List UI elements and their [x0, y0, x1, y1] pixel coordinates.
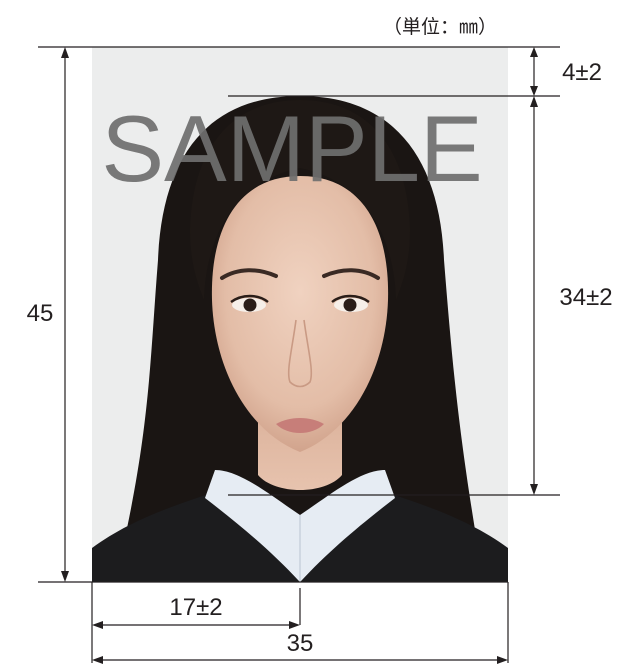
top-margin-arrow	[530, 47, 538, 96]
hair-front-right	[300, 100, 410, 300]
center-offset-label: 17±2	[169, 594, 222, 621]
sample-watermark: SAMPLE	[101, 96, 482, 201]
face	[211, 176, 389, 452]
face-height-label: 34±2	[559, 284, 612, 311]
width-total-label: 35	[287, 630, 314, 657]
width-dimension-arrow	[92, 656, 508, 664]
face-height-arrow	[530, 96, 538, 495]
hair-front-left	[190, 100, 300, 300]
left-eyebrow	[220, 268, 278, 280]
center-offset-arrow	[92, 621, 300, 629]
height-dimension-arrow	[61, 47, 69, 582]
height-total-label: 45	[27, 300, 54, 327]
top-margin-label: 4±2	[562, 59, 602, 86]
nose	[287, 319, 313, 388]
lips	[276, 418, 324, 433]
jacket	[92, 492, 508, 582]
unit-label: （単位：㎜）	[383, 16, 497, 38]
right-eyebrow	[322, 268, 380, 280]
portrait-photo	[92, 47, 508, 582]
